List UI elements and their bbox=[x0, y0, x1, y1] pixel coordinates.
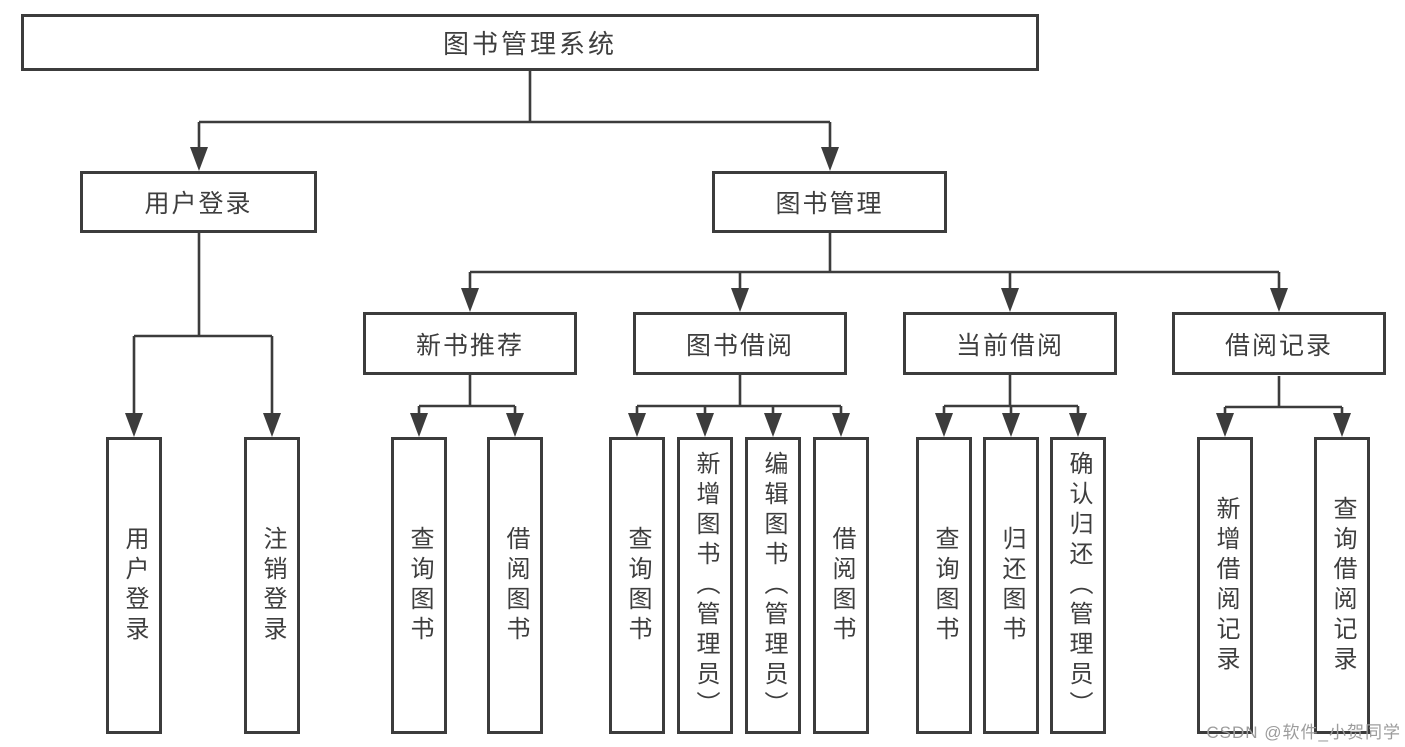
connector-root-to-level2 bbox=[190, 71, 839, 171]
node-label: 图书借阅 bbox=[685, 331, 794, 360]
leaf-query-books-recommend: 查询图书 bbox=[391, 437, 447, 734]
node-label: 注销登录 bbox=[259, 525, 286, 646]
leaf-add-book-admin: 新增图书（管理员） bbox=[677, 437, 733, 734]
csdn-watermark: CSDN @软件_小贺同学 bbox=[1206, 723, 1401, 742]
leaf-logout: 注销登录 bbox=[244, 437, 300, 734]
connector-new-book-recommend-to-children bbox=[410, 375, 524, 437]
node-library-management-system: 图书管理系统 bbox=[21, 14, 1039, 71]
node-label: 借阅图书 bbox=[828, 525, 855, 646]
node-label: 新书推荐 bbox=[415, 331, 524, 360]
leaf-query-books-current: 查询图书 bbox=[916, 437, 972, 734]
connector-book-borrow-to-children bbox=[628, 375, 850, 437]
node-label: 图书管理 bbox=[775, 190, 884, 218]
leaf-query-borrow-record: 查询借阅记录 bbox=[1314, 437, 1370, 734]
node-label: 用户登录 bbox=[144, 190, 253, 218]
connector-user-login-to-children bbox=[125, 233, 281, 437]
node-label: 借阅图书 bbox=[502, 525, 529, 646]
node-label: 查询图书 bbox=[624, 525, 651, 646]
leaf-borrow-books: 借阅图书 bbox=[813, 437, 869, 734]
leaf-borrow-books-recommend: 借阅图书 bbox=[487, 437, 543, 734]
connector-borrow-records-to-children bbox=[1216, 376, 1351, 437]
node-label: 新增借阅记录 bbox=[1212, 495, 1239, 676]
leaf-query-books-borrow: 查询图书 bbox=[609, 437, 665, 734]
node-borrow-records: 借阅记录 bbox=[1172, 312, 1386, 375]
node-label: 借阅记录 bbox=[1224, 331, 1333, 360]
node-label: 查询借阅记录 bbox=[1329, 495, 1356, 676]
node-book-management: 图书管理 bbox=[712, 171, 947, 233]
node-label: 编辑图书（管理员） bbox=[760, 450, 787, 721]
node-user-login: 用户登录 bbox=[80, 171, 317, 233]
node-label: 归还图书 bbox=[998, 525, 1025, 646]
node-book-borrow: 图书借阅 bbox=[633, 312, 847, 375]
leaf-add-borrow-record: 新增借阅记录 bbox=[1197, 437, 1253, 734]
node-label: 当前借阅 bbox=[955, 331, 1064, 360]
node-label: 新增图书（管理员） bbox=[692, 450, 719, 721]
node-current-borrow: 当前借阅 bbox=[903, 312, 1117, 375]
leaf-edit-book-admin: 编辑图书（管理员） bbox=[745, 437, 801, 734]
node-label: 图书管理系统 bbox=[442, 29, 617, 59]
node-label: 确认归还（管理员） bbox=[1065, 450, 1092, 721]
connector-current-borrow-to-children bbox=[935, 375, 1087, 437]
node-label: 查询图书 bbox=[406, 525, 433, 646]
node-label: 查询图书 bbox=[931, 525, 958, 646]
leaf-return-book: 归还图书 bbox=[983, 437, 1039, 734]
connector-book-management-to-level3 bbox=[461, 233, 1288, 312]
leaf-user-login: 用户登录 bbox=[106, 437, 162, 734]
node-label: 用户登录 bbox=[121, 525, 148, 646]
leaf-confirm-return-admin: 确认归还（管理员） bbox=[1050, 437, 1106, 734]
node-new-book-recommend: 新书推荐 bbox=[363, 312, 577, 375]
